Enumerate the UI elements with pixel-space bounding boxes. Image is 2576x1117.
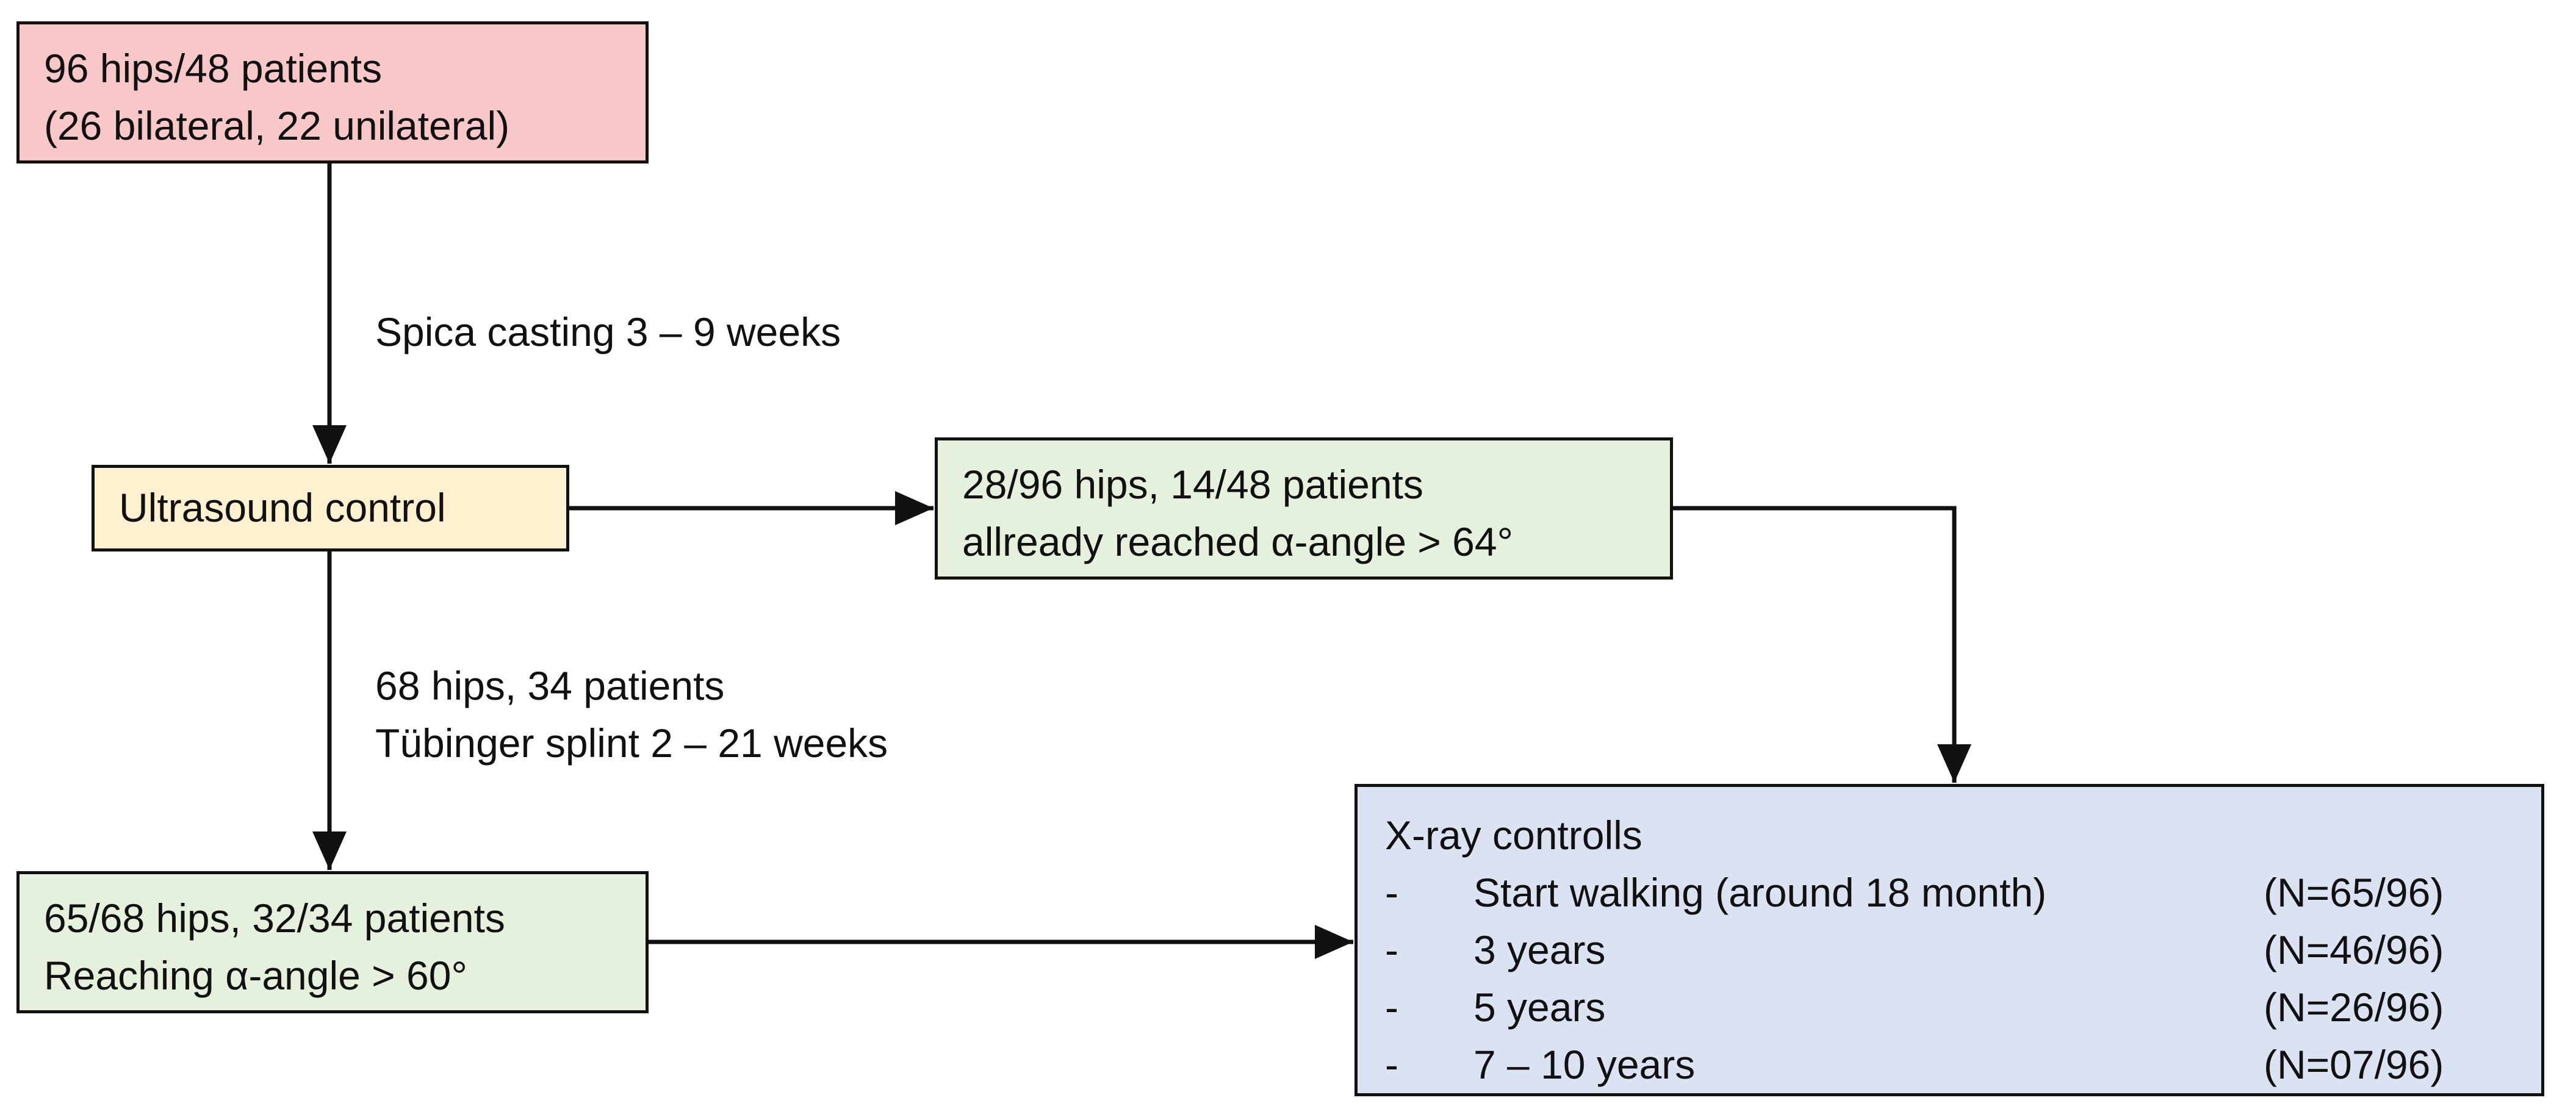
early-reached-line-2: allready reached α-angle > 64° bbox=[962, 519, 1513, 564]
splint-label-line-1: 68 hips, 34 patients bbox=[375, 663, 725, 708]
arrow-early-to-xray bbox=[1673, 506, 1971, 783]
xray-row: - 7 – 10 years (N=07/96) bbox=[1385, 1036, 2514, 1093]
splint-label: 68 hips, 34 patients Tübinger splint 2 –… bbox=[375, 657, 888, 772]
start-box-line-1: 96 hips/48 patients bbox=[44, 46, 383, 91]
start-box: 96 hips/48 patients (26 bilateral, 22 un… bbox=[16, 21, 649, 163]
xray-row: - Start walking (around 18 month) (N=65/… bbox=[1385, 864, 2514, 921]
splint-label-line-2: Tübinger splint 2 – 21 weeks bbox=[375, 720, 888, 766]
ultrasound-control-box: Ultrasound control bbox=[92, 465, 569, 551]
xray-row: - 3 years (N=46/96) bbox=[1385, 921, 2514, 979]
xray-row-item: Start walking (around 18 month) bbox=[1473, 870, 2047, 915]
xray-row-count: (N=26/96) bbox=[2264, 985, 2444, 1030]
xray-row: - 5 years (N=26/96) bbox=[1385, 979, 2514, 1036]
start-box-line-2: (26 bilateral, 22 unilateral) bbox=[44, 103, 510, 148]
xray-row-item: 7 – 10 years bbox=[1473, 1042, 1696, 1087]
early-reached-box: 28/96 hips, 14/48 patients allready reac… bbox=[935, 437, 1673, 580]
xray-row-dash: - bbox=[1385, 985, 1398, 1030]
xray-controls-title: X-ray controlls bbox=[1385, 813, 1642, 858]
xray-row-item: 5 years bbox=[1473, 985, 1606, 1030]
reaching-angle-line-2: Reaching α-angle > 60° bbox=[44, 953, 467, 998]
xray-row-dash: - bbox=[1385, 927, 1398, 972]
reaching-angle-box: 65/68 hips, 32/34 patients Reaching α-an… bbox=[16, 871, 649, 1013]
xray-row-dash: - bbox=[1385, 870, 1398, 915]
early-reached-line-1: 28/96 hips, 14/48 patients bbox=[962, 462, 1423, 507]
xray-row-count: (N=46/96) bbox=[2264, 927, 2444, 972]
xray-row-item: 3 years bbox=[1473, 927, 1606, 972]
ultrasound-control-text: Ultrasound control bbox=[119, 485, 446, 530]
xray-row-count: (N=07/96) bbox=[2264, 1042, 2444, 1087]
reaching-angle-line-1: 65/68 hips, 32/34 patients bbox=[44, 896, 505, 941]
xray-row-count: (N=65/96) bbox=[2264, 870, 2444, 915]
xray-controls-box: X-ray controlls - Start walking (around … bbox=[1355, 784, 2544, 1096]
spica-casting-label: Spica casting 3 – 9 weeks bbox=[375, 309, 841, 354]
xray-row-dash: - bbox=[1385, 1042, 1398, 1087]
